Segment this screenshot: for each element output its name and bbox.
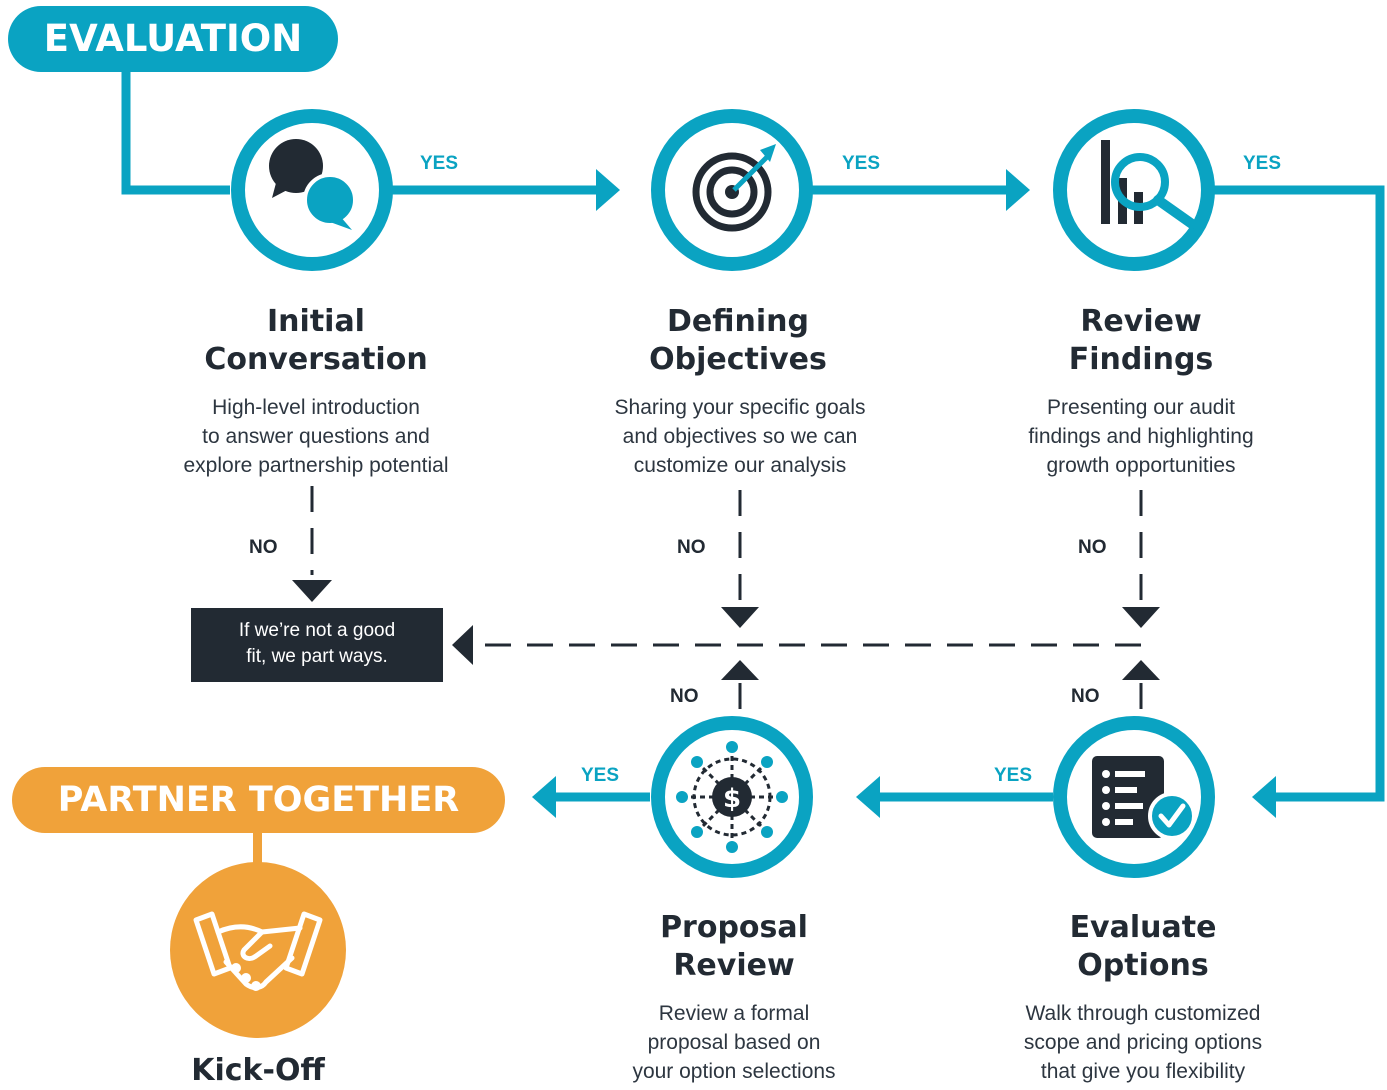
step-title: Initial Conversation — [126, 303, 506, 379]
step-description-line: Review a formal — [658, 1002, 810, 1025]
step-title: Defining Objectives — [548, 303, 928, 379]
yes-label-2: YES — [842, 153, 881, 174]
no-arrow-up-5 — [1122, 660, 1160, 680]
yes-label-3: YES — [1243, 153, 1282, 174]
no-arrow-up-4 — [721, 660, 759, 680]
dollar-network-icon: $ — [676, 741, 788, 853]
step-title-line: Review — [1080, 304, 1202, 339]
kickoff-circle — [170, 862, 346, 1038]
step-description-line: explore partnership potential — [183, 454, 449, 477]
yes-arrowheads — [532, 169, 1276, 818]
step-description-line: growth opportunities — [1046, 454, 1236, 477]
step-description-line: High-level introduction — [212, 396, 420, 419]
no-label-5: NO — [1071, 686, 1100, 707]
arrowhead-left-partner — [532, 776, 556, 818]
step-description: Walk through customized scope and pricin… — [953, 999, 1333, 1086]
step-circle-3 — [1053, 109, 1215, 271]
step-title: Evaluate Options — [953, 909, 1333, 985]
step-description-line: Walk through customized — [1025, 1002, 1261, 1025]
exit-note-line: fit, we part ways. — [246, 646, 388, 667]
yes-label-5: YES — [994, 765, 1033, 786]
step-title-line: Evaluate — [1069, 910, 1217, 945]
step-title-line: Conversation — [204, 342, 428, 377]
step-description: Review a formal proposal based on your o… — [544, 999, 924, 1086]
step-title-line: Objectives — [649, 342, 827, 377]
step-description-line: scope and pricing options — [1023, 1031, 1263, 1054]
yes-connectors — [121, 60, 1385, 802]
partner-together-header: PARTNER TOGETHER — [12, 767, 505, 833]
connector-3-5 — [1214, 185, 1385, 802]
partner-connector — [253, 830, 262, 880]
handshake-icon — [193, 911, 323, 991]
step-description-line: and objectives so we can — [622, 425, 858, 448]
no-label-2: NO — [677, 537, 706, 558]
step-description: Presenting our audit findings and highli… — [951, 393, 1331, 480]
step-title-line: Initial — [267, 304, 365, 339]
step-description-line: Sharing your specific goals — [614, 396, 866, 419]
arrowhead-right-2 — [1006, 169, 1030, 211]
yes-label-1: YES — [420, 153, 459, 174]
step-description: Sharing your specific goals and objectiv… — [550, 393, 930, 480]
exit-note-line: If we’re not a good — [238, 620, 396, 641]
evaluation-header: EVALUATION — [8, 6, 338, 72]
step-title-line: Findings — [1068, 342, 1214, 377]
no-label-1: NO — [249, 537, 278, 558]
yes-label-4: YES — [581, 765, 620, 786]
connector-start — [121, 60, 230, 195]
svg-text:$: $ — [723, 784, 741, 814]
step-title-line: Defining — [667, 304, 809, 339]
target-icon — [692, 144, 776, 232]
chat-bubbles-icon — [269, 139, 357, 230]
bar-chart-magnifier-icon — [1101, 140, 1197, 229]
step-description-line: that give you flexibility — [1040, 1060, 1246, 1083]
checklist-icon — [1092, 756, 1196, 840]
step-description-line: to answer questions and — [202, 425, 430, 448]
step-title: Proposal Review — [544, 909, 924, 985]
no-arrow-down-3 — [1122, 607, 1160, 628]
arrowhead-right-1 — [596, 169, 620, 211]
step-title-line: Options — [1077, 948, 1209, 983]
no-connectors — [310, 486, 1143, 712]
no-label-4: NO — [670, 686, 699, 707]
no-arrowheads — [292, 580, 1160, 680]
no-arrow-left — [452, 625, 473, 665]
kickoff-title: Kick-Off — [191, 1053, 325, 1088]
step-title: Review Findings — [951, 303, 1331, 379]
step-description: High-level introduction to answer questi… — [126, 393, 506, 480]
step-title-line: Review — [673, 948, 795, 983]
no-arrow-down-2 — [721, 607, 759, 628]
arrowhead-left-5 — [1252, 776, 1276, 818]
no-arrow-down-1 — [292, 580, 332, 602]
arrowhead-left-4 — [856, 776, 880, 818]
step-description-line: findings and highlighting — [1028, 425, 1254, 448]
step-description-line: your option selections — [632, 1060, 836, 1083]
exit-note: If we’re not a good fit, we part ways. — [191, 608, 443, 682]
step-description-line: proposal based on — [647, 1031, 821, 1054]
no-label-3: NO — [1078, 537, 1107, 558]
step-description-line: Presenting our audit — [1047, 396, 1235, 419]
step-description-line: customize our analysis — [633, 454, 847, 477]
step-title-line: Proposal — [660, 910, 808, 945]
